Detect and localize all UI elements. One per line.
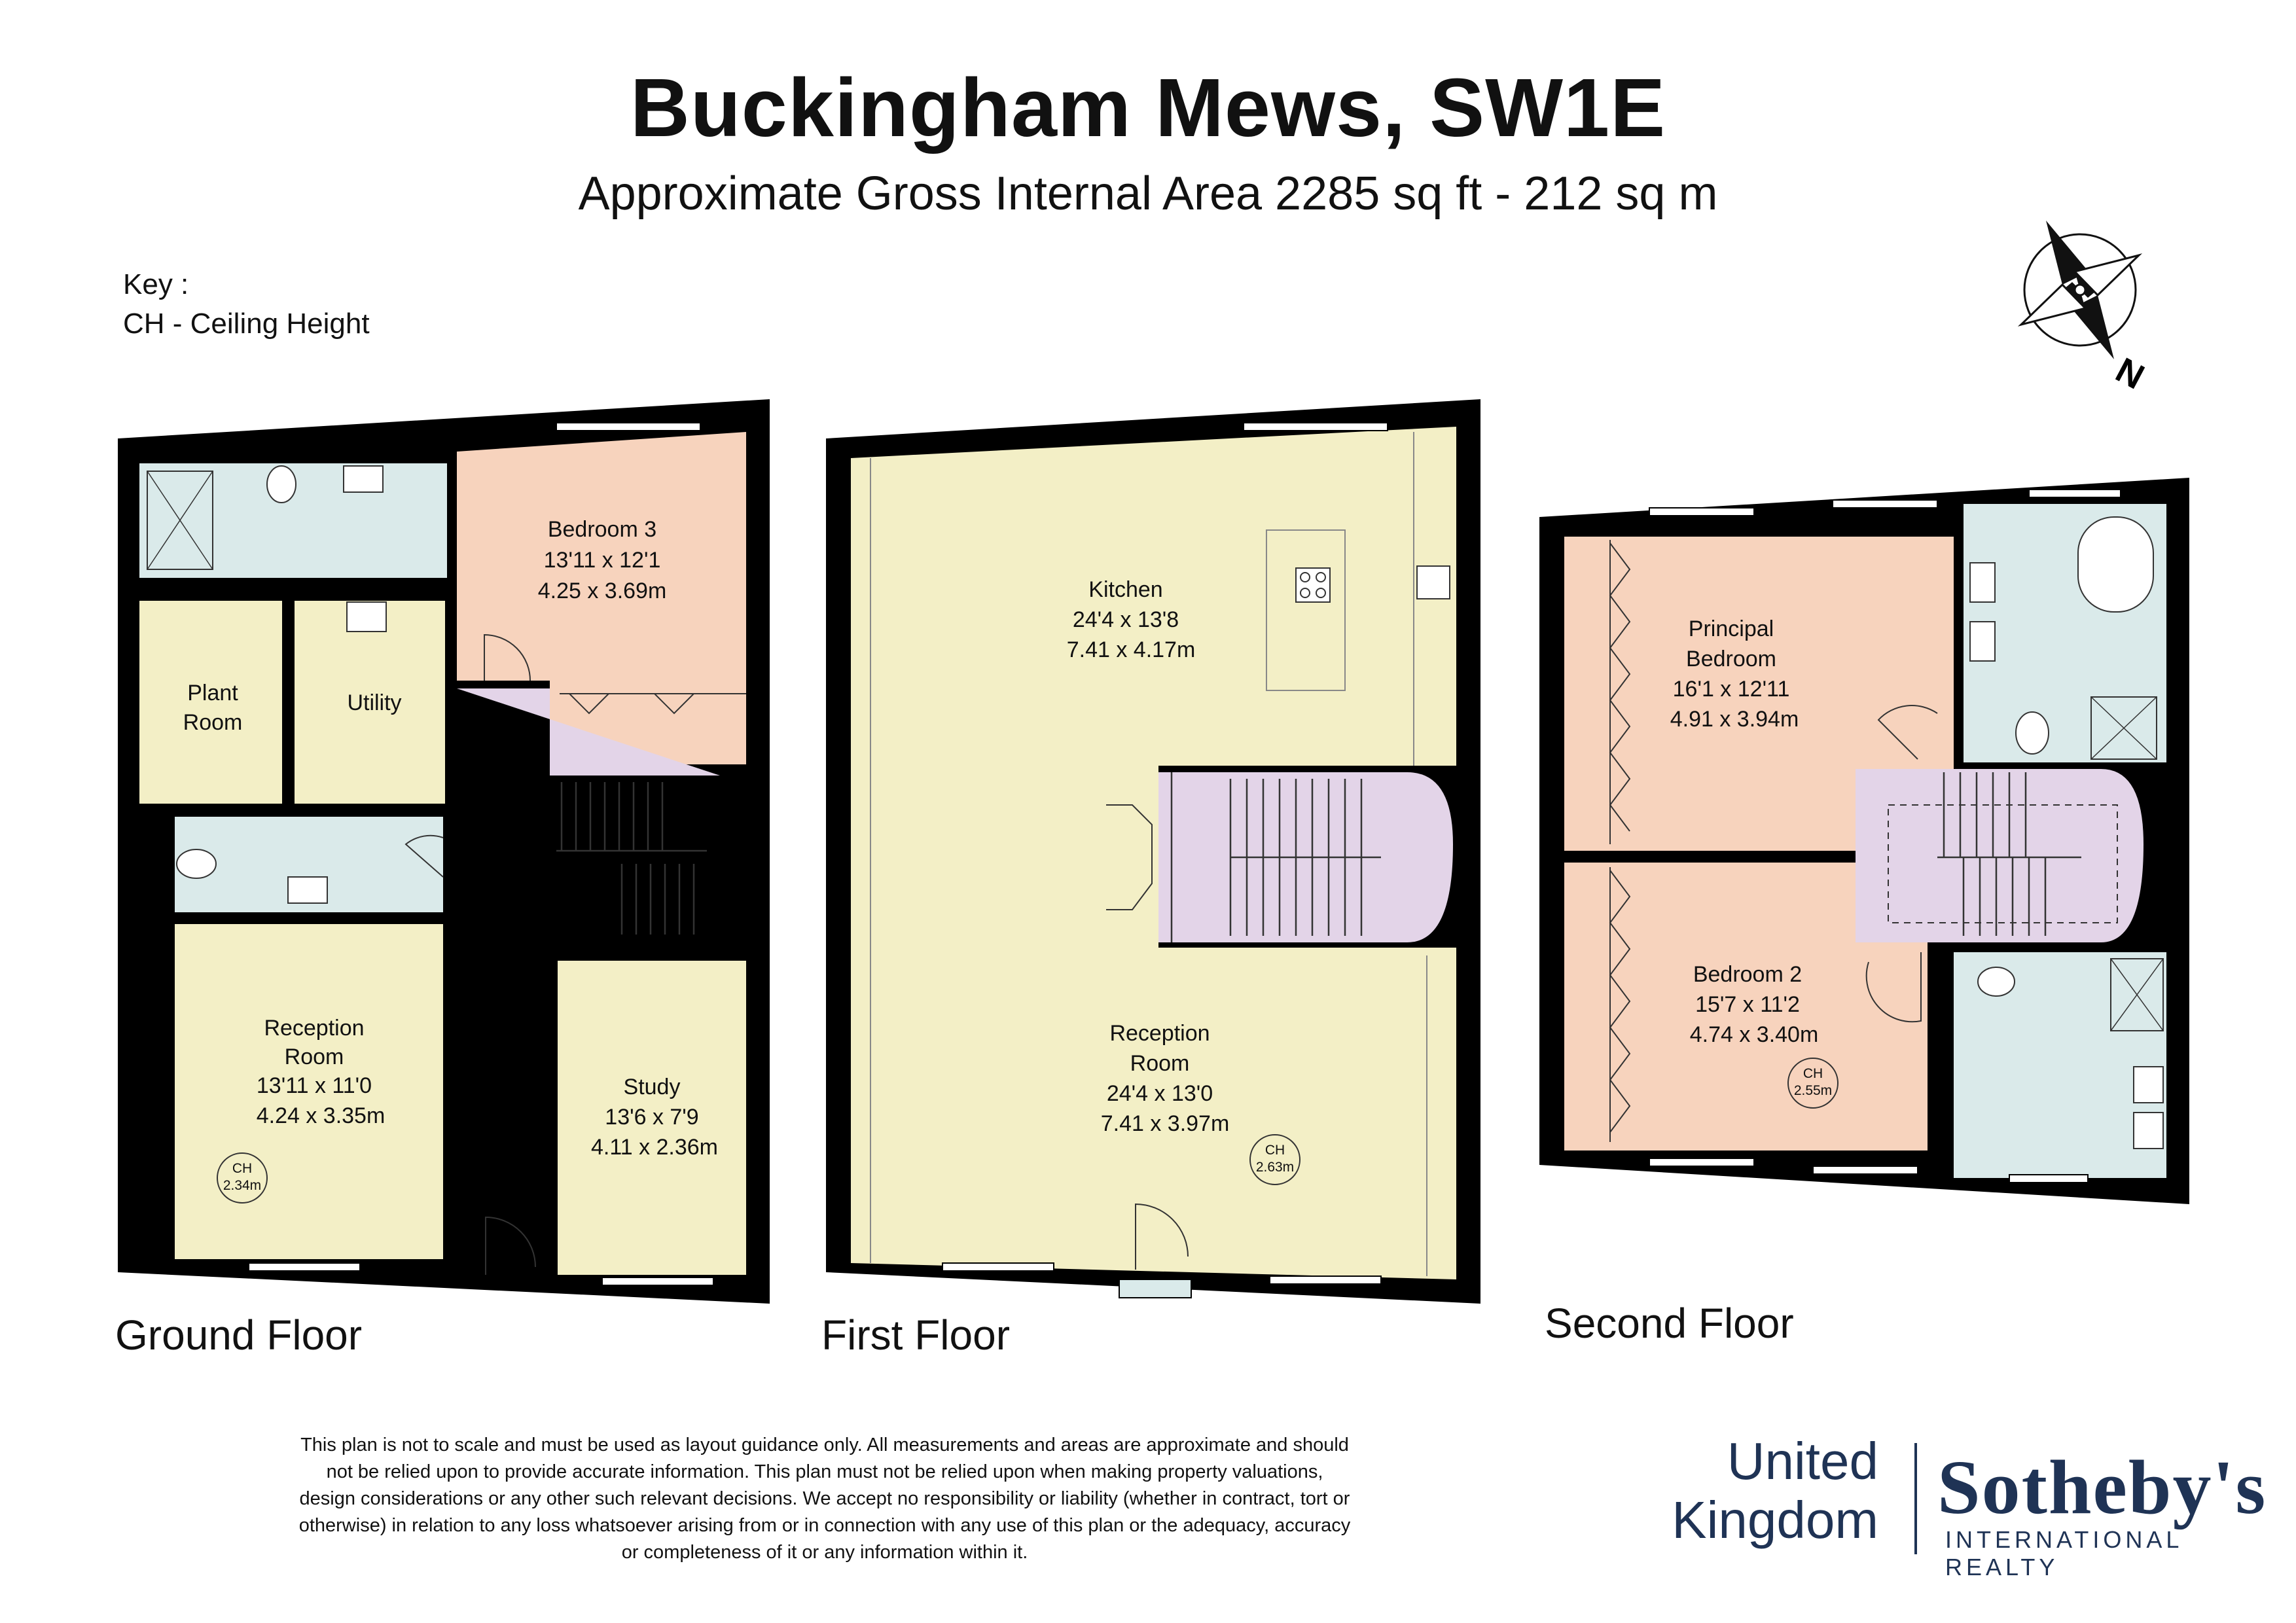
ground-ch-label: CH	[232, 1161, 252, 1176]
ground-floor-plan: Bedroom 3 13'11 x 12'1 4.25 x 3.69m Plan…	[118, 399, 770, 1304]
first-ch-badge	[1249, 1134, 1300, 1185]
study-area	[558, 961, 746, 1275]
compass-icon	[2017, 221, 2143, 359]
second-ch-value: 2.55m	[1794, 1083, 1832, 1098]
first-reception-imperial: 24'4 x 13'0	[1107, 1081, 1213, 1106]
ground-reception-name-1: Reception	[264, 1016, 364, 1041]
first-ch-label: CH	[1265, 1143, 1285, 1158]
page-title: Buckingham Mews, SW1E	[630, 62, 1666, 154]
first-reception-metric: 7.41 x 3.97m	[1101, 1111, 1230, 1136]
key-ch: CH - Ceiling Height	[123, 308, 370, 340]
first-reception-name-1: Reception	[1109, 1021, 1210, 1046]
first-floor-label: First Floor	[821, 1311, 1010, 1359]
brand-united: United	[1727, 1432, 1878, 1490]
ground-reception-imperial: 13'11 x 11'0	[257, 1073, 372, 1098]
bedroom-2-imperial: 15'7 x 11'2	[1695, 992, 1800, 1017]
kitchen-metric: 7.41 x 4.17m	[1067, 637, 1196, 662]
ground-reception-area	[175, 924, 443, 1259]
utility-name: Utility	[347, 690, 401, 715]
kitchen-name: Kitchen	[1088, 577, 1162, 602]
brand-divider	[1914, 1443, 1917, 1554]
ground-floor-label: Ground Floor	[115, 1311, 363, 1359]
sothebys-logo: Sotheby's	[1937, 1444, 2267, 1530]
utility-area	[295, 601, 445, 804]
first-ch-value: 2.63m	[1256, 1160, 1294, 1175]
second-floor-label: Second Floor	[1545, 1300, 1794, 1347]
page-subtitle: Approximate Gross Internal Area 2285 sq …	[578, 168, 1718, 220]
second-floor-plan: Principal Bedroom 16'1 x 12'11 4.91 x 3.…	[1539, 478, 2189, 1204]
first-reception-area	[851, 948, 1456, 1279]
first-floor-plan: Kitchen 24'4 x 13'8 7.41 x 4.17m Recepti…	[826, 399, 1480, 1304]
disclaimer: This plan is not to scale and must be us…	[216, 1432, 1433, 1566]
disclaimer-line: This plan is not to scale and must be us…	[300, 1435, 1349, 1455]
plant-room-name-2: Room	[183, 710, 243, 735]
disclaimer-line: otherwise) in relation to any loss whats…	[298, 1515, 1351, 1536]
brand-region: United Kingdom	[1630, 1432, 1878, 1550]
bedroom-2-metric: 4.74 x 3.40m	[1690, 1022, 1819, 1047]
entrance-step	[1119, 1279, 1192, 1298]
disclaimer-line: not be relied upon to provide accurate i…	[326, 1461, 1323, 1482]
ground-hallway	[457, 688, 720, 776]
kitchen-area	[851, 427, 1456, 766]
principal-bedroom-name-2: Bedroom	[1686, 647, 1776, 671]
principal-bedroom-metric: 4.91 x 3.94m	[1670, 707, 1799, 732]
second-ch-label: CH	[1803, 1066, 1823, 1081]
bedroom-2-name: Bedroom 2	[1693, 962, 1802, 987]
ground-ch-badge	[217, 1152, 268, 1204]
plant-room-name-1: Plant	[187, 681, 238, 705]
principal-bedroom-name-1: Principal	[1689, 616, 1774, 641]
kitchen-imperial: 24'4 x 13'8	[1073, 607, 1179, 632]
bedroom-3-area	[457, 432, 746, 764]
study-imperial: 13'6 x 7'9	[605, 1105, 698, 1130]
ground-reception-name-2: Room	[285, 1044, 344, 1069]
study-metric: 4.11 x 2.36m	[591, 1135, 718, 1160]
disclaimer-line: or completeness of it or any information…	[621, 1542, 1028, 1563]
brand-realty: INTERNATIONAL REALTY	[1945, 1526, 2183, 1580]
key-legend: Key : CH - Ceiling Height	[123, 265, 370, 344]
ground-ch-value: 2.34m	[223, 1178, 261, 1193]
first-reception-name-2: Room	[1130, 1051, 1190, 1076]
second-landing	[1856, 769, 2144, 942]
disclaimer-line: design considerations or any other such …	[299, 1488, 1350, 1509]
key-heading: Key :	[123, 268, 189, 300]
principal-bedroom-imperial: 16'1 x 12'11	[1673, 677, 1790, 702]
ground-reception-metric: 4.24 x 3.35m	[257, 1103, 386, 1128]
bedroom-3-imperial: 13'11 x 12'1	[544, 548, 661, 573]
brand-kingdom: Kingdom	[1672, 1491, 1878, 1549]
plant-room-area	[139, 601, 282, 804]
bedroom-3-name: Bedroom 3	[548, 517, 656, 542]
study-name: Study	[624, 1075, 681, 1099]
bedroom-3-metric: 4.25 x 3.69m	[538, 579, 667, 603]
compass-north-label: N	[2109, 350, 2151, 397]
second-ch-badge	[1787, 1058, 1839, 1109]
